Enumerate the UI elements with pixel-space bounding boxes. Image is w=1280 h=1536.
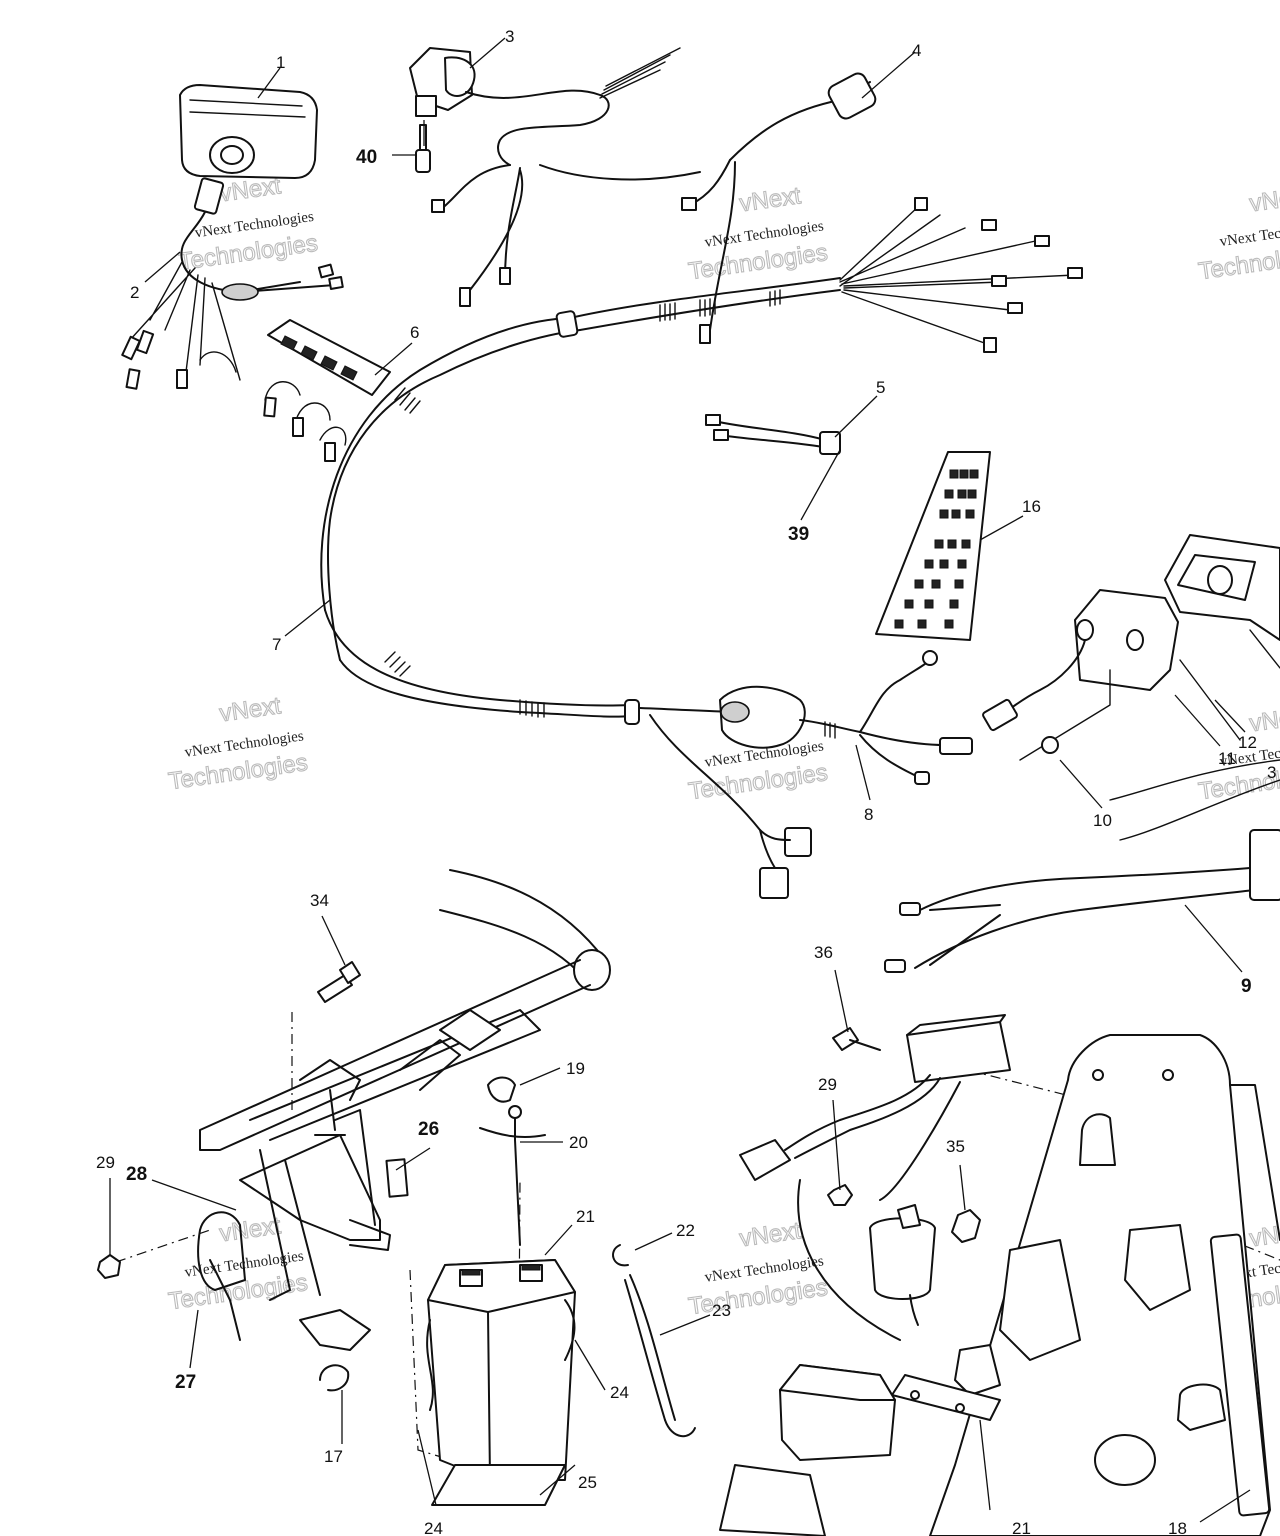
callout-2: 2: [130, 283, 139, 302]
washer-29: [97, 1254, 121, 1279]
callout-40: 40: [356, 147, 377, 168]
callout-20: 20: [569, 1133, 588, 1152]
callout-39: 39: [788, 524, 809, 545]
watermark: vNext vNext Technologies Technologies: [176, 172, 320, 277]
svg-text:vNext: vNext: [1248, 1217, 1280, 1252]
frame-assembly: [197, 869, 611, 1392]
bolt-36: [832, 1027, 881, 1051]
watermark: vNext vNext Technologies Technologies: [1196, 182, 1280, 286]
battery-strap: [612, 1244, 696, 1438]
svg-text:vNext Technologies: vNext Technologies: [1219, 218, 1280, 251]
callout-29: 29: [96, 1153, 115, 1172]
callout-5: 5: [876, 378, 885, 397]
relay-box: [719, 1364, 896, 1536]
callout-35: 35: [946, 1137, 965, 1156]
battery: [426, 1259, 576, 1481]
callout-12: 12: [1238, 733, 1257, 752]
sub-harness-5: [705, 414, 841, 455]
callout-28: 28: [126, 1164, 147, 1185]
callout-24: 24: [610, 1383, 629, 1402]
watermark: vNext vNext Technologies Technologies: [166, 692, 310, 796]
connector-block-6: [267, 319, 391, 396]
harness-9: [884, 829, 1280, 973]
callout-34: 34: [310, 891, 329, 910]
callout-21: 21: [576, 1207, 595, 1226]
callout-9: 9: [1241, 976, 1252, 997]
svg-text:vNext: vNext: [738, 182, 803, 217]
headlight-assembly: [121, 84, 347, 462]
callout-8: 8: [864, 805, 873, 824]
callout-11: 11: [1218, 749, 1236, 768]
callout-18: 18: [1168, 1519, 1187, 1536]
watermark: vNext vNext Technologies Technologies: [686, 182, 830, 286]
electrical-panel: [929, 1034, 1280, 1536]
callout-23: 23: [712, 1301, 731, 1320]
washer-35: [951, 1209, 981, 1243]
callout-3: 3: [505, 27, 514, 46]
vent-tube: [479, 1076, 546, 1246]
coil: [797, 1179, 936, 1341]
callout-17: 17: [324, 1447, 343, 1466]
callout-13: 3: [1267, 763, 1276, 782]
callout-19: 19: [566, 1059, 585, 1078]
svg-text:vNext: vNext: [218, 692, 283, 727]
callout-26: 26: [418, 1119, 439, 1140]
callout-6: 6: [410, 323, 419, 342]
watermark: vNext vNext Technologies Technologies: [166, 1212, 310, 1316]
callout-1: 1: [276, 53, 285, 72]
callout-29b: 29: [818, 1075, 837, 1094]
callout-7: 7: [272, 635, 281, 654]
battery-pad: [431, 1464, 566, 1506]
callout-36: 36: [814, 943, 833, 962]
bolt-34: [317, 961, 361, 1003]
tail-light-assembly: [982, 534, 1280, 841]
leader-lines: [109, 37, 1251, 1523]
callout-16: 16: [1022, 497, 1041, 516]
callout-4: 4: [912, 41, 921, 60]
ignition-switch: [409, 47, 681, 173]
callout-10: 10: [1093, 811, 1112, 830]
callout-27: 27: [175, 1372, 196, 1393]
cdi-module: [739, 1014, 1011, 1201]
main-harness: [320, 72, 1083, 899]
svg-text:vNext: vNext: [218, 1212, 283, 1247]
callout-25: 25: [578, 1473, 597, 1492]
watermark: vNext vNext Technologies Technologies: [686, 1217, 830, 1321]
bracket-18: [891, 1374, 1001, 1421]
svg-text:vNext: vNext: [1248, 182, 1280, 217]
callout-labels: 1 2 3 4 5 6 7 8 9 10 11 12 3 16 17 18 19…: [96, 27, 1276, 1536]
svg-text:vNext: vNext: [738, 1217, 803, 1252]
callout-24b: 24: [424, 1519, 443, 1536]
fuse-panel-16: [875, 451, 991, 641]
callout-22: 22: [676, 1221, 695, 1240]
nut-29: [827, 1184, 853, 1206]
callout-21b: 21: [1012, 1519, 1031, 1536]
